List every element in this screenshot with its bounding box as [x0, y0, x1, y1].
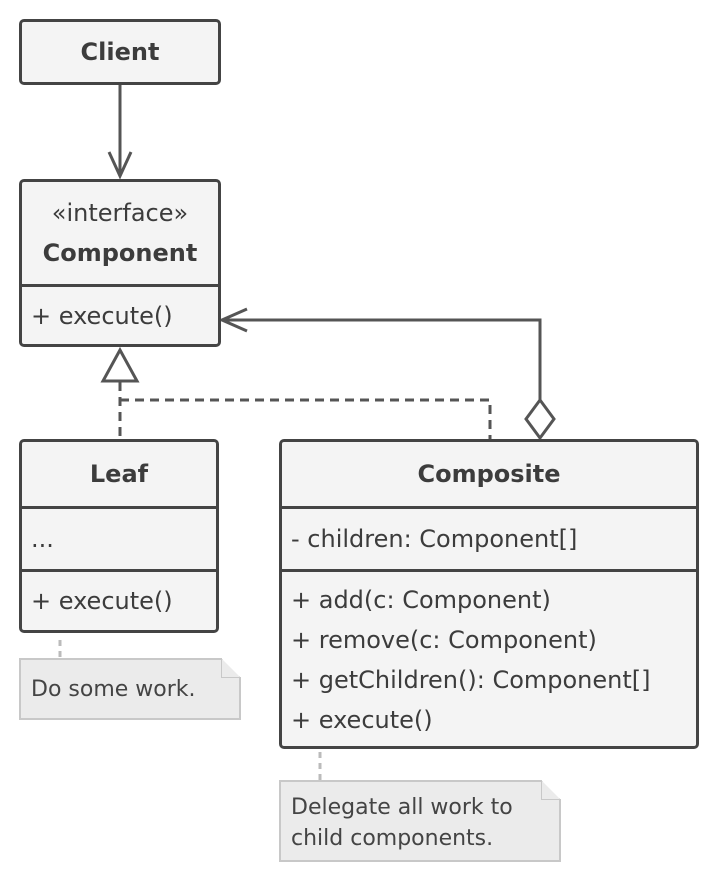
composite-method: + remove(c: Component) [291, 626, 597, 654]
component-title: Component [42, 239, 198, 267]
client-to-component-arrow [107, 84, 133, 180]
leaf-method: + execute() [31, 587, 173, 615]
composite-aggregation-arrow [218, 307, 556, 441]
composite-note-line: child components. [291, 826, 494, 851]
leaf-fields: ... [22, 506, 216, 569]
leaf-note: Do some work. [19, 658, 241, 720]
composite-method: + add(c: Component) [291, 586, 551, 614]
note-fold-icon [221, 658, 241, 678]
client-class-box: Client [19, 19, 221, 85]
component-interface-box: «interface» Component + execute() [19, 179, 221, 347]
composite-fields: - children: Component[] [282, 506, 696, 569]
component-methods: + execute() [22, 284, 218, 344]
composite-method: + getChildren(): Component[] [291, 666, 651, 694]
composite-note-line: Delegate all work to [291, 795, 513, 820]
leaf-title: Leaf [89, 460, 149, 488]
composite-class-box: Composite - children: Component[] + add(… [279, 439, 699, 749]
leaf-class-box: Leaf ... + execute() [19, 439, 219, 633]
component-header: «interface» Component [22, 182, 218, 284]
realization-arrow [100, 346, 492, 440]
composite-field: - children: Component[] [291, 525, 578, 553]
composite-methods: + add(c: Component) + remove(c: Componen… [282, 569, 696, 746]
note-fold-icon [541, 780, 561, 800]
client-title: Client [80, 38, 160, 66]
composite-note: Delegate all work to child components. [279, 780, 561, 862]
component-stereotype: «interface» [51, 199, 189, 227]
composite-title: Composite [417, 460, 561, 488]
component-method: + execute() [31, 301, 173, 330]
leaf-field: ... [31, 525, 54, 553]
leaf-methods: + execute() [22, 569, 216, 630]
composite-method: + execute() [291, 706, 433, 734]
leaf-note-text: Do some work. [31, 677, 196, 702]
